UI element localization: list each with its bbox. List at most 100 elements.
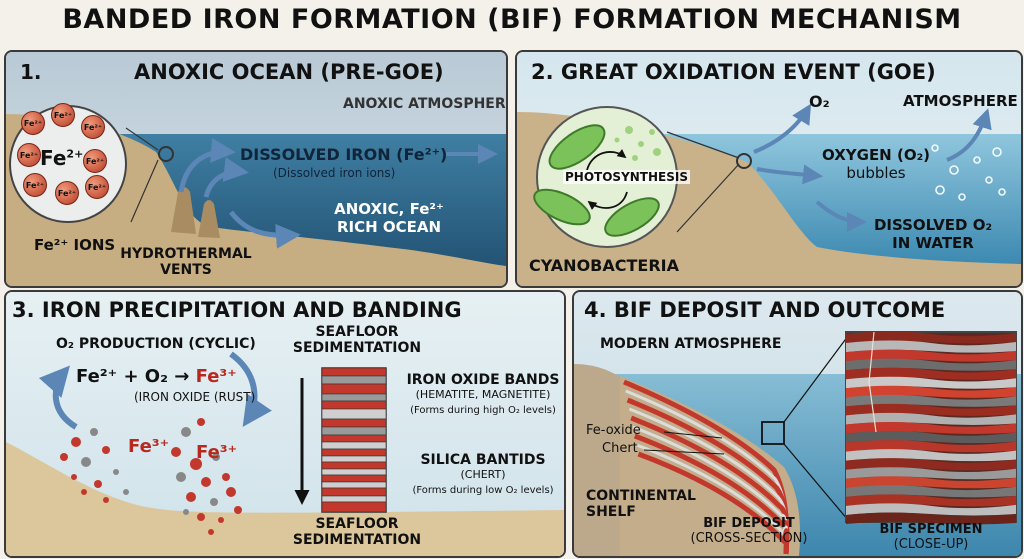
cycle-arrow [586, 149, 627, 171]
specimen-band [846, 358, 1016, 371]
specimen-band [846, 512, 1016, 525]
cyanobacterium-cell [533, 188, 591, 226]
specimen-band [846, 340, 1016, 353]
precipitate-particle [60, 453, 68, 461]
modern-atmosphere-label: MODERN ATMOSPHERE [600, 336, 782, 352]
precipitate-particle [210, 498, 218, 506]
precipitate-particle [234, 506, 242, 514]
precipitate-particle [90, 428, 98, 436]
atmosphere-label: ATMOSPHERE [903, 92, 1018, 110]
precipitate-particle [94, 480, 102, 488]
vent-flow-arrow [203, 157, 249, 198]
fe2-ion-ball: Fe²⁺ [23, 173, 47, 197]
precipitate-particle [212, 453, 220, 461]
precipitate-particle [208, 529, 214, 535]
specimen-band [846, 440, 1016, 453]
precipitate-particle [171, 447, 181, 457]
hydrothermal-vent [171, 187, 196, 234]
sediment-band [321, 461, 387, 470]
cycle-arrow-right [229, 351, 272, 427]
seafloor-sediment [6, 442, 564, 556]
sediment-band [321, 426, 387, 436]
fe3-label-left: Fe³⁺ [128, 436, 170, 457]
atmosphere-arrow [946, 108, 992, 162]
fe2-ion-center-label: Fe2+ [40, 146, 84, 170]
specimen-band [846, 349, 1016, 362]
precipitate-particle [201, 477, 211, 487]
precipitate-particle [176, 472, 186, 482]
panel4-heading: 4. BIF DEPOSIT AND OUTCOME [584, 298, 946, 322]
sediment-band [321, 495, 387, 503]
sediment-band [321, 468, 387, 476]
fe2-ion-ball: Fe²⁺ [81, 115, 105, 139]
specimen-band [846, 394, 1016, 407]
panel-great-oxidation-event: 2. GREAT OXIDATION EVENT (GOE) O₂ ATMOSP… [515, 50, 1023, 288]
specimen-band [846, 331, 1016, 344]
precipitate-particle [81, 489, 87, 495]
panel-bif-deposit: 4. BIF DEPOSIT AND OUTCOME MODERN ATMOSP… [572, 290, 1023, 558]
specimen-band [846, 431, 1016, 444]
bif-deposit-cross-section [620, 376, 801, 556]
oxygen-bubbles-magnified [614, 126, 661, 161]
bif-specimen-label: BIF SPECIMEN(CLOSE-UP) [879, 522, 983, 552]
dissolved-iron-sublabel: (Dissolved iron ions) [273, 166, 396, 180]
specimen-band [846, 476, 1016, 489]
o2-label: O₂ [809, 92, 830, 111]
specimen-band [846, 467, 1016, 480]
specimen-band [846, 421, 1016, 435]
precipitate-particle [81, 457, 91, 467]
precipitate-particle [181, 427, 191, 437]
oxygen-bubbles [931, 144, 1006, 201]
panel3-illustration [6, 292, 564, 556]
band-stack [321, 367, 387, 513]
precipitate-particle [183, 509, 189, 515]
specimen-band [846, 412, 1016, 425]
cycle-arrow-left [38, 365, 78, 430]
panel4-illustration [574, 292, 1021, 556]
chert-label: Chert [602, 441, 638, 456]
fe2-ion-ball: Fe²⁺ [85, 175, 109, 199]
panel3-heading: 3. IRON PRECIPITATION AND BANDING [12, 298, 462, 322]
fe2-ion-ball: Fe²⁺ [21, 111, 45, 135]
panel1-heading: ANOXIC OCEAN (PRE-GOE) [134, 60, 444, 84]
sediment-band [321, 418, 387, 428]
precipitate-particle [102, 446, 110, 454]
panel1-illustration [6, 52, 506, 286]
sediment-band [321, 455, 387, 463]
precipitate-particle [71, 474, 77, 480]
dissolved-o2-arrow [815, 200, 867, 232]
specimen-band [846, 503, 1016, 516]
dissolved-iron-label: DISSOLVED IRON (Fe²⁺) [240, 145, 448, 164]
specimen-bands [846, 331, 1016, 525]
precipitate-particle [197, 418, 205, 426]
fe2-ions-label: Fe²⁺ IONS [34, 236, 116, 254]
specimen-band [846, 485, 1016, 498]
page-title: BANDED IRON FORMATION (BIF) FORMATION ME… [62, 4, 962, 35]
specimen-band [846, 449, 1016, 462]
deposit-bands [623, 379, 790, 555]
sediment-band [321, 474, 387, 483]
sediment-band [321, 501, 387, 513]
fe3-label-right: Fe³⁺ [196, 442, 238, 463]
anoxic-ocean-label: ANOXIC, Fe²⁺RICH OCEAN [334, 200, 444, 236]
precipitate-particle [190, 458, 202, 470]
sediment-band [321, 434, 387, 443]
hydrothermal-vent [198, 200, 220, 238]
iron-oxide-bands-label: IRON OXIDE BANDS (HEMATITE, MAGNETITE) (… [406, 372, 560, 416]
sediment-band [321, 400, 387, 410]
specimen-band [846, 458, 1016, 471]
cyanobacterium-cell [604, 197, 660, 237]
panel-iron-precipitation: 3. IRON PRECIPITATION AND BANDING O₂ PRO… [4, 290, 566, 558]
sediment-band [321, 408, 387, 420]
seafloor [6, 114, 506, 286]
fe-oxide-band [637, 451, 790, 555]
anoxic-atmosphere-label: ANOXIC ATMOSPHERE [343, 96, 508, 112]
zoom-box [761, 421, 785, 445]
vent-flow-arrow [178, 137, 236, 193]
continental-shelf [574, 364, 622, 556]
sediment-band [321, 383, 387, 395]
o2-bubbles-arrow [756, 164, 823, 185]
